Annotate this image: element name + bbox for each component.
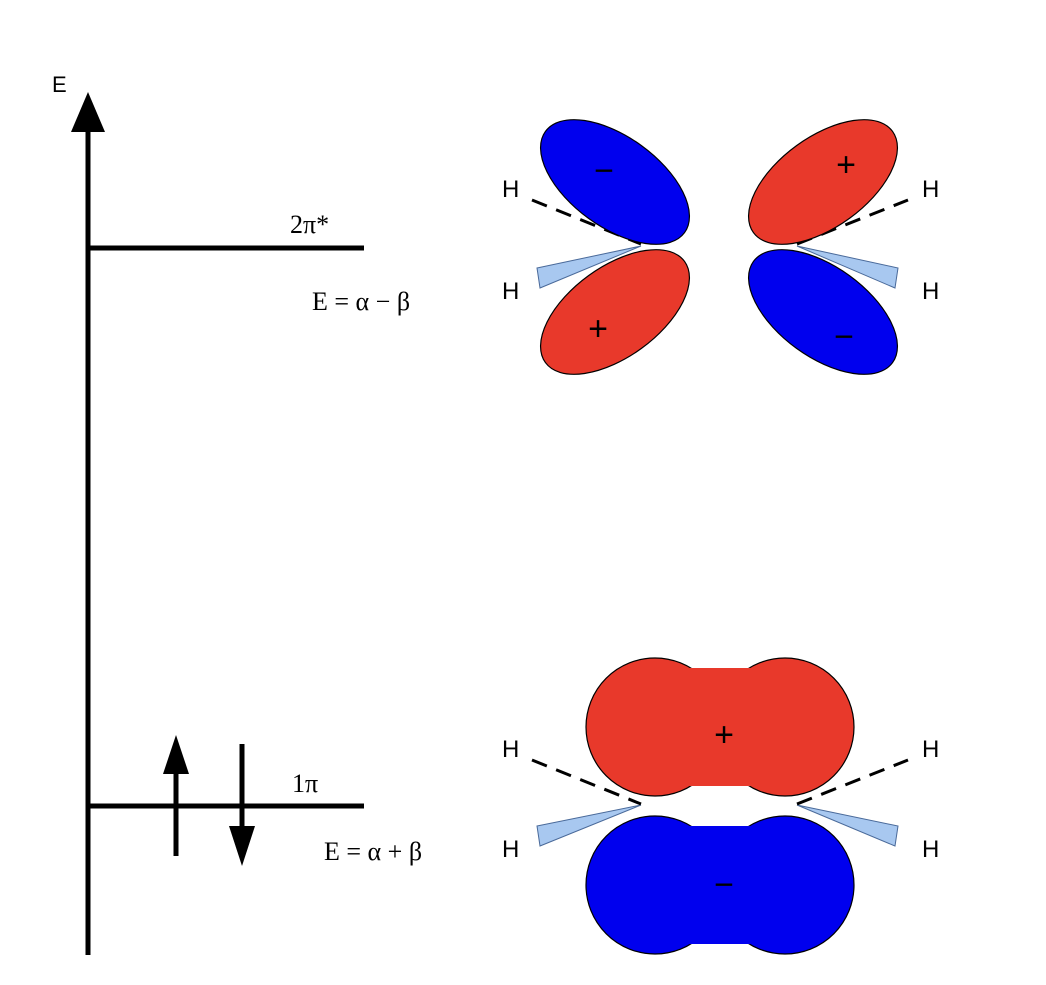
wedge-bond-bottom-right: [796, 804, 899, 847]
dashed-bond-top-left: [531, 758, 642, 806]
h-label-bottom-right: H: [922, 278, 939, 305]
antibonding-level-energy: E = α − β: [312, 287, 410, 316]
sign-bottom-right: −: [834, 318, 854, 356]
h-label-top-left: H: [502, 176, 519, 203]
lobe-negative-top-left: [539, 119, 691, 245]
sign-bottom: −: [714, 866, 734, 904]
h-label-top-right: H: [922, 736, 939, 763]
axis-label: E: [52, 72, 67, 97]
lobe-negative-bottom: [585, 815, 855, 955]
lobe-positive-top: [585, 657, 855, 797]
sign-top-left: −: [594, 152, 614, 190]
h-label-bottom-left: H: [502, 836, 519, 863]
dashed-bond-top-left: [531, 198, 642, 246]
electron-spin-up-arrow-icon: [163, 735, 189, 856]
h-label-bottom-right: H: [922, 836, 939, 863]
energy-axis: E: [52, 72, 105, 955]
antibonding-level: 2π* E = α − β: [88, 210, 410, 316]
lobe-negative-bottom-right: [747, 249, 899, 375]
h-label-top-left: H: [502, 736, 519, 763]
axis-arrowhead-icon: [71, 92, 105, 132]
h-label-bottom-left: H: [502, 278, 519, 305]
electron-spin-down-arrow-icon: [229, 744, 255, 866]
sign-top-right: +: [836, 146, 856, 184]
bonding-orbital: + − H H H H: [502, 657, 939, 955]
wedge-bond-bottom-right: [796, 245, 899, 289]
antibonding-level-name: 2π*: [290, 210, 329, 239]
dashed-bond-top-right: [796, 198, 909, 246]
wedge-bond-bottom-left: [536, 245, 642, 289]
h-label-top-right: H: [922, 176, 939, 203]
wedge-bond-bottom-left: [536, 804, 642, 847]
antibonding-orbital: − + + − H H H H: [502, 119, 939, 375]
bonding-level: 1π E = α + β: [88, 735, 422, 866]
bonding-level-name: 1π: [292, 769, 318, 798]
lobe-positive-top-right: [747, 119, 899, 245]
lobe-positive-bottom-left: [539, 249, 691, 375]
sign-bottom-left: +: [588, 310, 608, 348]
sign-top: +: [714, 716, 734, 754]
bonding-level-energy: E = α + β: [324, 837, 422, 866]
dashed-bond-top-right: [796, 758, 909, 806]
